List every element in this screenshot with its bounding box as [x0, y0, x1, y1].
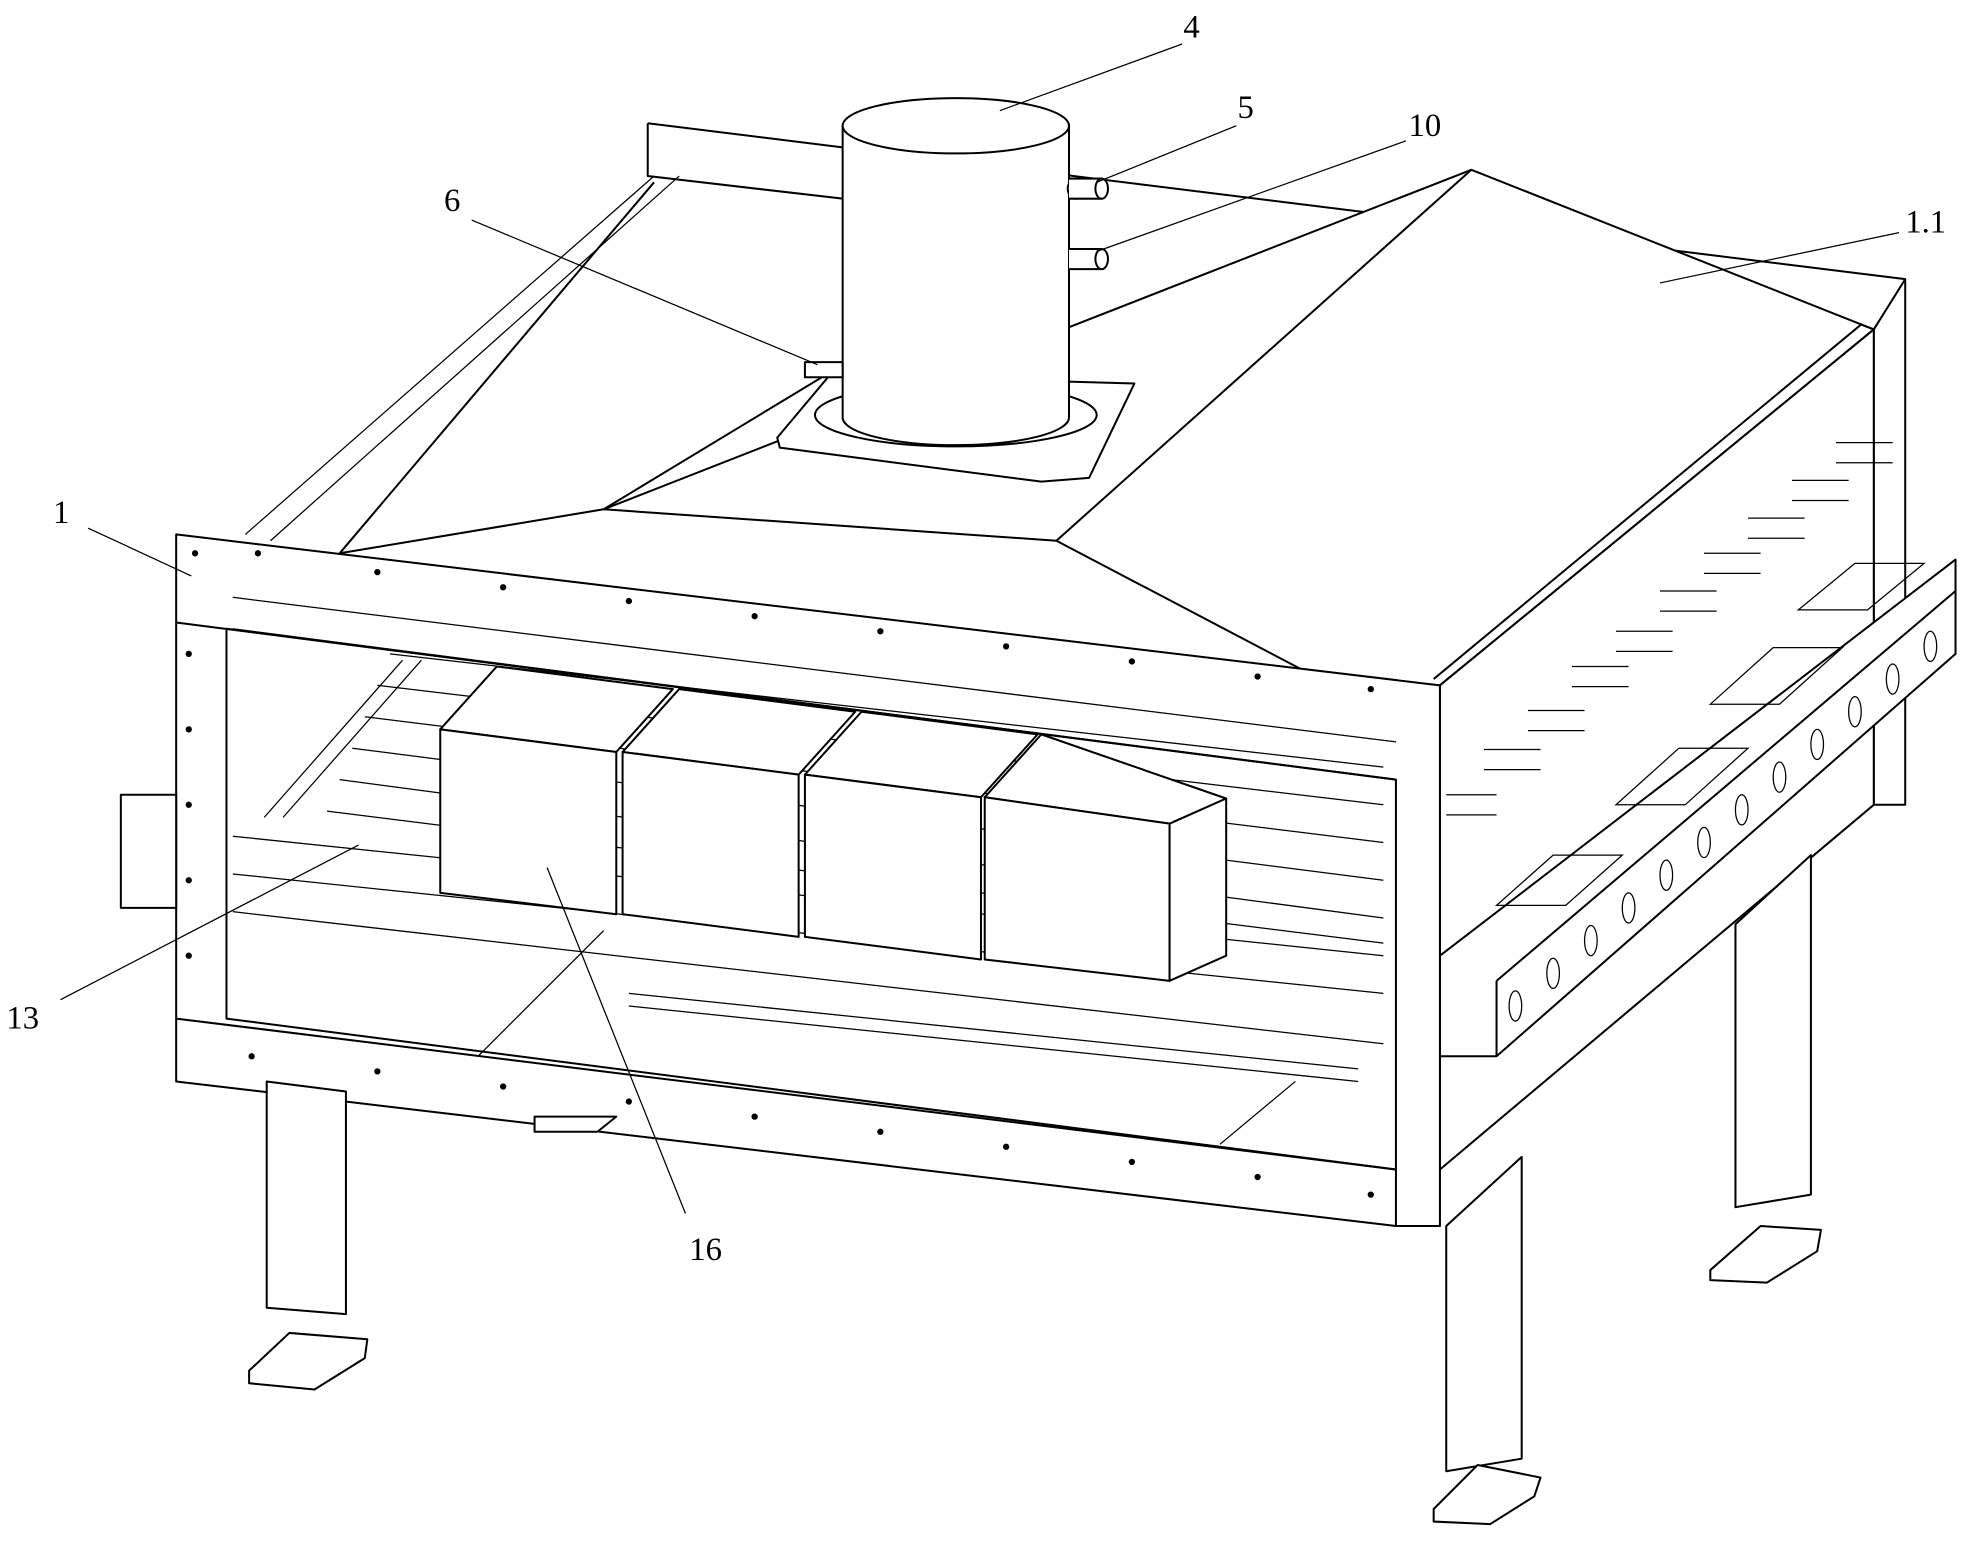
- label-1-1: 1.1: [1905, 205, 1946, 241]
- label-5: 5: [1237, 90, 1253, 126]
- label-1: 1: [53, 495, 69, 531]
- cylinder-assembly: [777, 98, 1134, 482]
- label-16: 16: [689, 1232, 722, 1268]
- label-6: 6: [444, 183, 460, 219]
- label-10: 10: [1409, 108, 1442, 144]
- label-13: 13: [6, 1001, 39, 1037]
- label-4: 4: [1183, 10, 1199, 46]
